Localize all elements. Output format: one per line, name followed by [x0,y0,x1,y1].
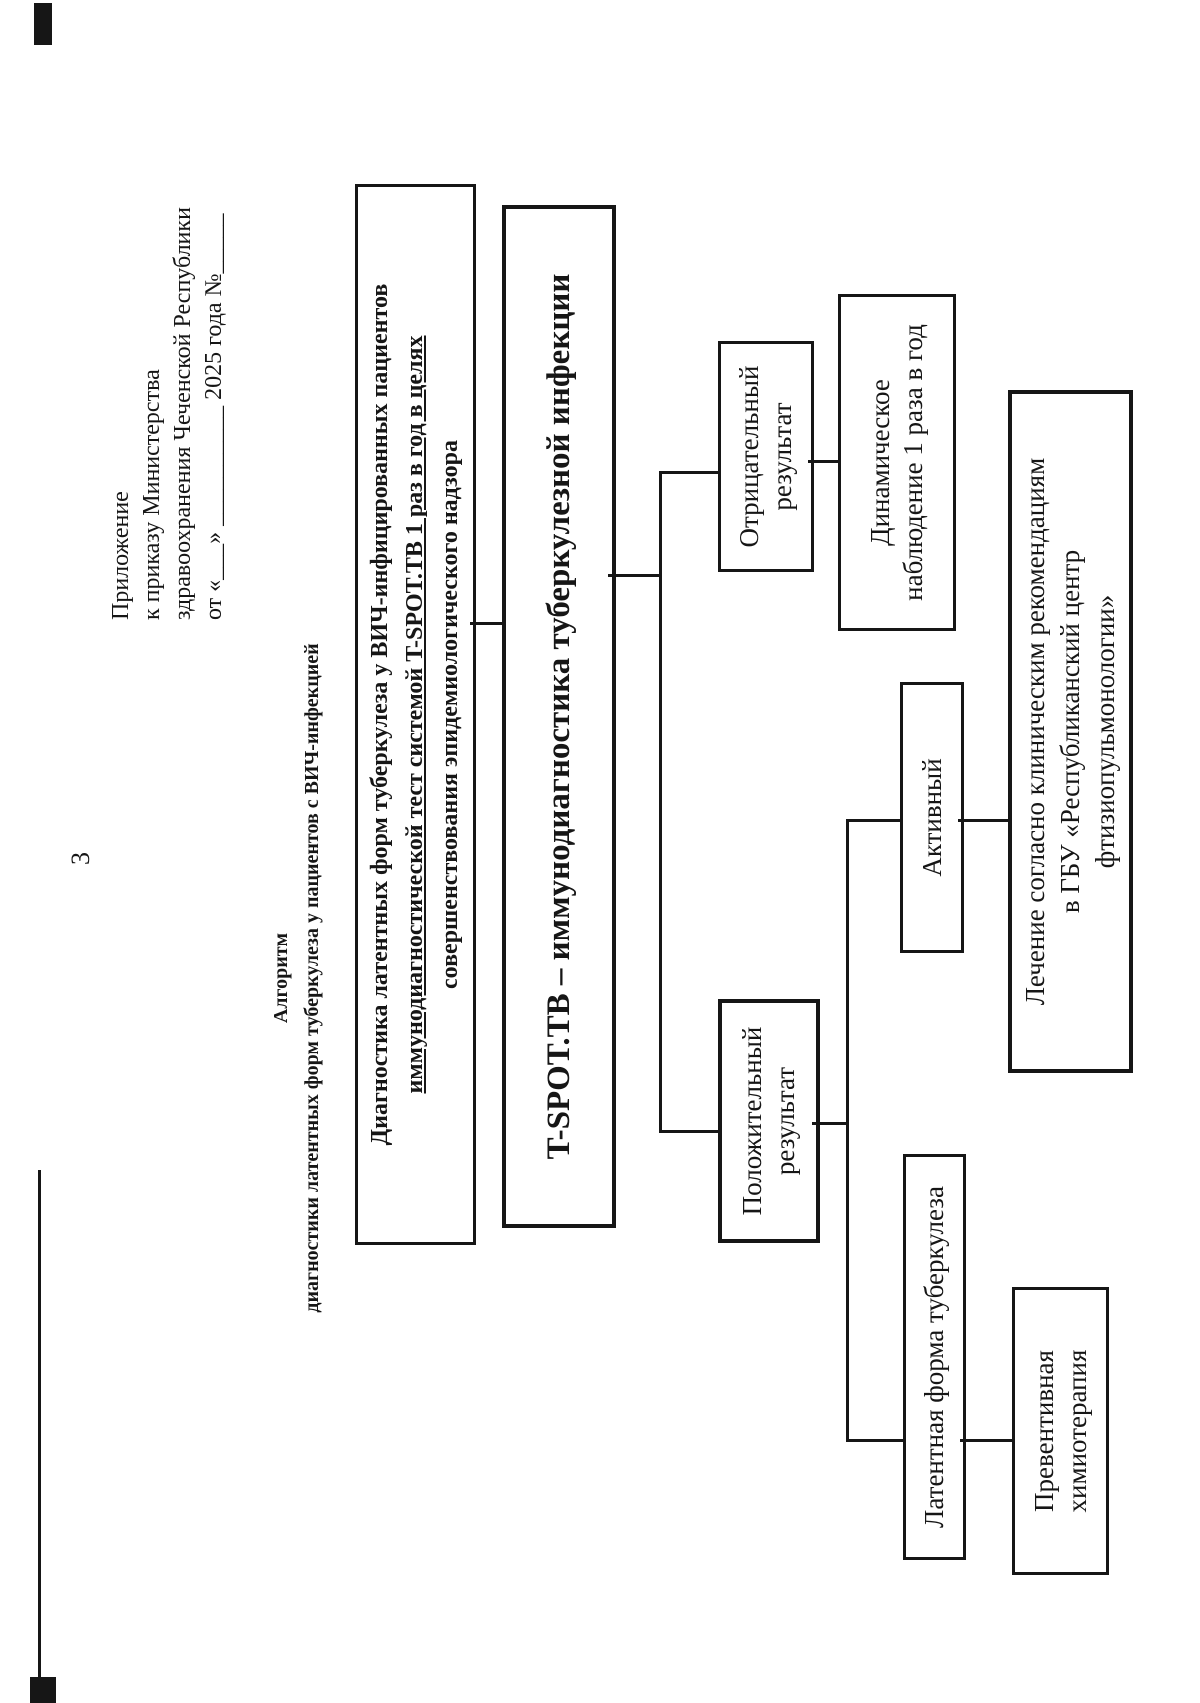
connector-line [846,819,900,822]
appendix-header-line: к приказу Министерства [139,369,165,620]
positive-result-box: Положительный результат [718,999,820,1243]
treatment-box-line: фтизиопульмонологии» [1090,594,1120,869]
page-number: 3 [66,852,95,865]
scan-artifact [30,1677,56,1703]
preventive-chemotherapy-box: Превентивная химиотерапия [1012,1287,1109,1575]
treatment-box-line: Лечение согласно клиническим рекомендаци… [1020,457,1050,1006]
appendix-header-line: здравоохранения Чеченской Республики [170,207,196,620]
treatment-box: Лечение согласно клиническим рекомендаци… [1008,390,1133,1073]
scan-artifact [34,3,52,45]
preventive-box-line: химиотерапия [1061,1349,1092,1513]
connector-line [846,1439,903,1442]
dynamic-box-line: Динамическое [865,379,896,546]
preventive-box-line: Превентивная [1028,1350,1059,1512]
connector-line [659,1130,718,1133]
active-tb-box: Активный [900,682,964,953]
appendix-header: Приложение к приказу Министерства здраво… [106,207,230,620]
title-line: Алгоритм [270,932,292,1024]
tspot-immunodiagnostics-box: T-SPOT.TB – иммунодиагностика туберкулез… [502,205,616,1228]
document-title: Алгоритм диагностики латентных форм тубе… [266,528,328,1428]
main-box-line: Диагностика латентных форм туберкулеза у… [367,283,393,1146]
dynamic-box-line: наблюдение 1 раза в год [898,324,928,601]
connector-line [958,819,1008,822]
main-diagnostics-box: Диагностика латентных форм туберкулеза у… [355,184,476,1245]
latent-box-text: Латентная форма туберкулеза [919,1186,950,1528]
connector-line [808,460,838,463]
appendix-header-line: от «___» __________ 2025 года №_____ [201,213,227,621]
active-box-text: Активный [916,758,947,877]
connector-line [608,574,662,577]
scan-artifact [38,1170,41,1695]
connector-line [846,819,849,1442]
negative-result-box: Отрицательный результат [718,341,814,572]
dynamic-observation-box: Динамическое наблюдение 1 раза в год [838,294,956,631]
connector-line [812,1122,849,1125]
negative-box-line: Отрицательный [734,365,765,548]
main-box-line: иммунодиагностической тест системой T-SP… [402,335,428,1094]
title-line: диагностики латентных форм туберкулеза у… [301,643,323,1313]
negative-box-line: результат [767,402,797,511]
positive-box-line: результат [770,1066,800,1176]
appendix-header-line: Приложение [108,491,134,620]
main-box-line: совершенствования эпидемиологического на… [437,440,463,989]
connector-line [659,471,718,474]
connector-line [960,1439,1012,1442]
connector-line [470,622,503,625]
treatment-box-line: в ГБУ «Республиканский центр [1055,549,1085,914]
tspot-box-text: T-SPOT.TB – иммунодиагностика туберкулез… [540,273,577,1160]
connector-line [659,471,662,1133]
latent-form-box: Латентная форма туберкулеза [903,1154,966,1560]
positive-box-line: Положительный [737,1026,768,1216]
